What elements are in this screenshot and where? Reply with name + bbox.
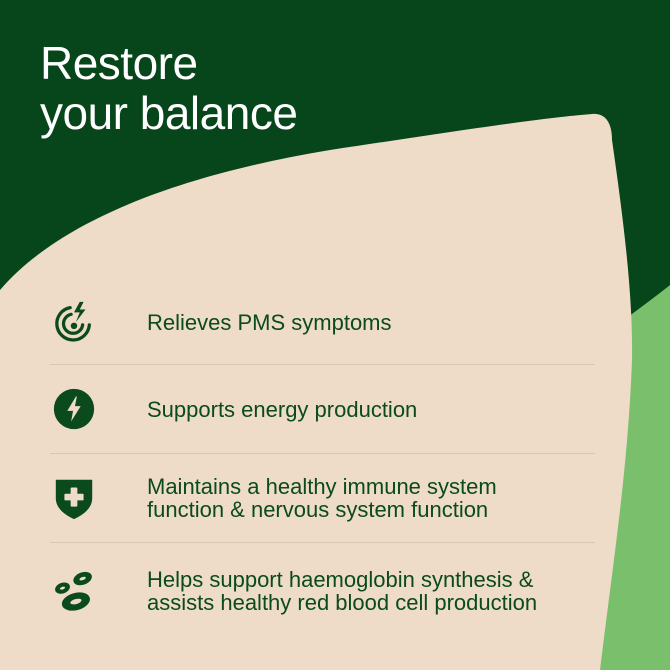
benefit-line-2: assists healthy red blood cell productio… [147, 590, 538, 615]
benefit-item-blood: Helps support haemoglobin synthesis & as… [50, 542, 595, 639]
benefit-line-2: function & nervous system function [147, 497, 489, 522]
benefit-item-pms: Relieves PMS symptoms [50, 280, 595, 364]
shield-cross-icon [50, 474, 98, 522]
benefit-line-1: Relieves PMS symptoms [147, 309, 392, 335]
target-bolt-icon [50, 298, 98, 346]
headline-line-2: your balance [40, 87, 298, 139]
cream-leaf-shape [0, 113, 633, 670]
benefit-text: Supports energy production [147, 398, 417, 421]
energy-bolt-icon [50, 385, 98, 433]
benefit-line-1: Helps support haemoglobin synthesis & [147, 567, 534, 592]
blood-cells-icon [50, 567, 98, 615]
benefit-text: Helps support haemoglobin synthesis & as… [147, 568, 537, 614]
benefit-item-energy: Supports energy production [50, 364, 595, 453]
headline-line-1: Restore [40, 37, 198, 89]
benefit-text: Relieves PMS symptoms [147, 311, 392, 334]
headline: Restore your balance [40, 37, 298, 139]
benefit-line-1: Maintains a healthy immune system [147, 474, 497, 499]
benefit-line-1: Supports energy production [147, 396, 418, 422]
benefits-list: Relieves PMS symptoms Supports energy pr… [50, 280, 595, 639]
benefit-item-immune: Maintains a healthy immune system functi… [50, 453, 595, 542]
benefit-text: Maintains a healthy immune system functi… [147, 475, 497, 521]
